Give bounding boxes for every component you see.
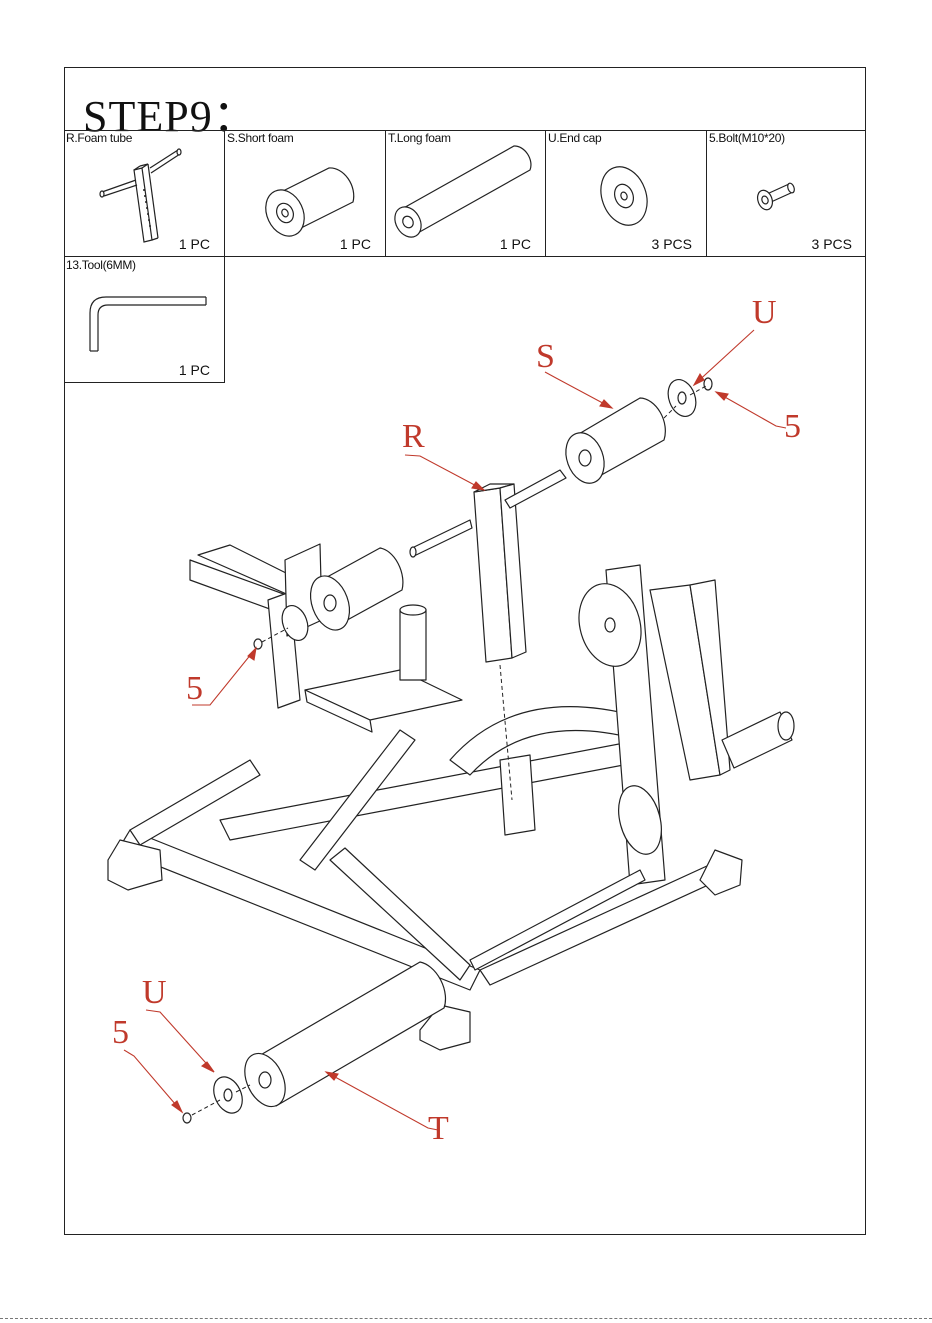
callout-5-top: 5 [784,410,801,444]
callout-s: S [536,340,555,374]
callout-r: R [402,420,425,454]
callout-5-bottom: 5 [112,1016,129,1050]
callout-t: T [428,1112,449,1146]
page-footer-rule [0,1318,932,1319]
callout-u-bottom: U [142,976,167,1010]
callout-5-left: 5 [186,672,203,706]
callout-u-top: U [752,296,777,330]
